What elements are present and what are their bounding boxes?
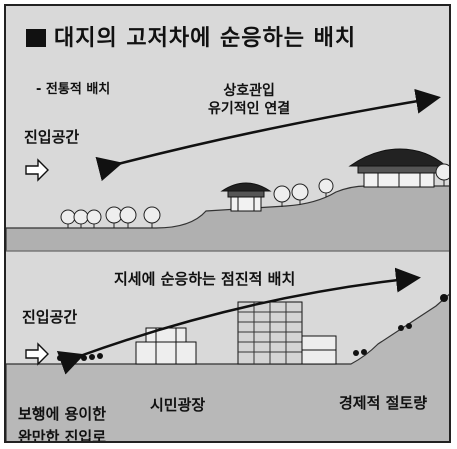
upper-trees-right — [435, 163, 449, 186]
gradual-layout-label: 지세에 순응하는 점진적 배치 — [114, 270, 296, 288]
economic-cut-label: 경제적 절토량 — [339, 394, 428, 412]
top-arrow-label-line2: 유기적인 연결 — [208, 101, 291, 117]
small-pavilion — [220, 182, 272, 212]
civic-building — [135, 301, 337, 365]
entry-space-bottom-label: 진입공간 — [22, 308, 78, 326]
top-double-arrow — [95, 88, 441, 182]
lower-entry-arrow — [25, 342, 49, 366]
pedestrian-label-line1: 보행에 용이한 — [18, 405, 107, 423]
civic-plaza-label: 시민광장 — [150, 396, 206, 414]
upper-terrain — [6, 185, 449, 252]
subtitle: - 전통적 배치 — [36, 82, 111, 97]
top-arrow-label-line1: 상호관입 — [223, 83, 275, 99]
title-square-icon — [26, 29, 46, 47]
upper-entry-arrow — [25, 158, 49, 182]
pedestrian-label-line2: 완만한 진입로 — [18, 428, 107, 443]
lower-shrubs-left — [57, 353, 103, 362]
diagram-scene — [6, 88, 449, 441]
upper-trees-left — [60, 206, 161, 228]
diagram-frame: 대지의 고저차에 순응하는 배치 - 전통적 배치 상호관입 유기적인 연결 진… — [4, 4, 451, 443]
entry-space-top-label: 진입공간 — [24, 128, 80, 146]
diagram-title: 대지의 고저차에 순응하는 배치 — [26, 20, 356, 52]
top-arrow-label: 상호관입 유기적인 연결 — [208, 82, 290, 118]
bottom-double-arrow — [56, 267, 421, 375]
main-hall — [348, 148, 448, 188]
upper-trees-middle — [273, 178, 334, 207]
